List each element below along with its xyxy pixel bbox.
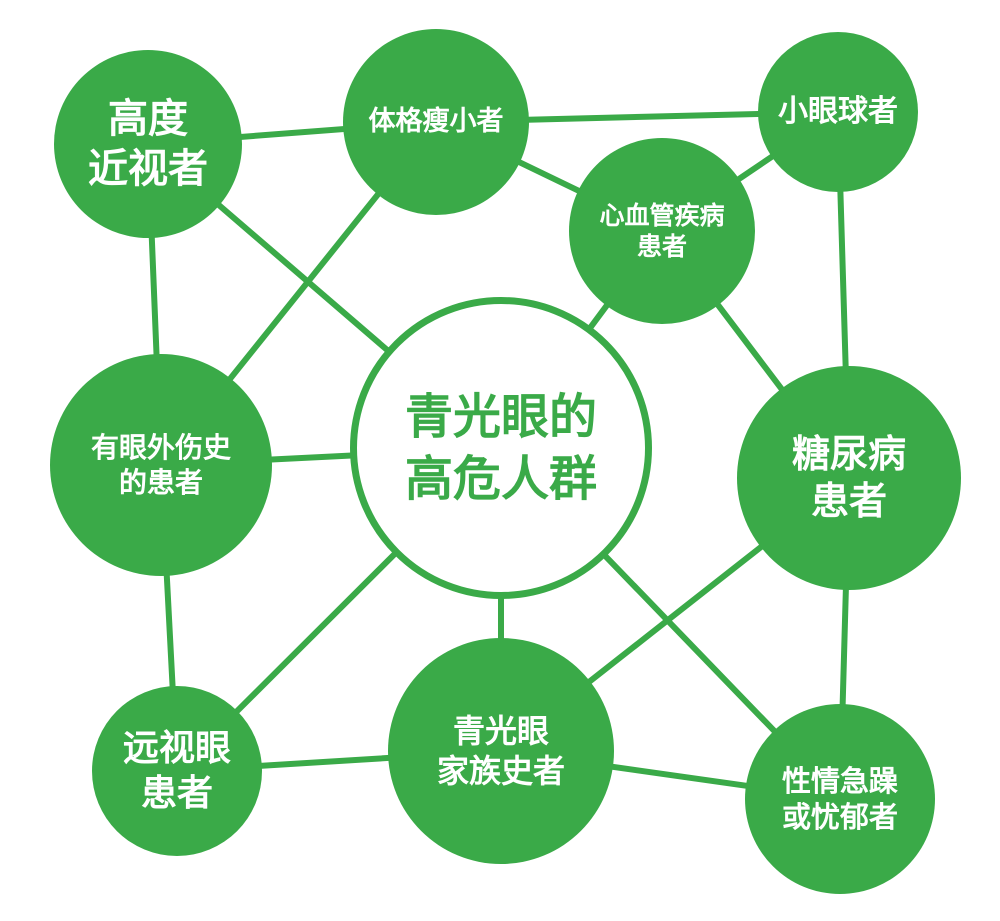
node-small-eyeball: 小眼球者 bbox=[758, 32, 918, 192]
node-cardiovascular: 心血管疾病 患者 bbox=[569, 138, 755, 324]
node-high-myopia: 高度 近视者 bbox=[54, 50, 242, 238]
node-temperament-line-1: 性情急躁 bbox=[781, 763, 898, 798]
node-high-myopia-line-1: 高度 bbox=[108, 96, 188, 142]
node-small-eyeball-line-1: 小眼球者 bbox=[778, 94, 898, 130]
node-family-history: 青光眼 家族史者 bbox=[388, 638, 614, 864]
node-diabetes-line-2: 患者 bbox=[810, 479, 887, 523]
node-small-stature: 体格瘦小者 bbox=[343, 29, 529, 215]
center-title-line-2: 高危人群 bbox=[404, 451, 597, 507]
node-hyperopia: 远视眼 患者 bbox=[92, 686, 262, 856]
node-cardiovascular-line-2: 患者 bbox=[636, 232, 687, 261]
node-family-history-line-1: 青光眼 bbox=[452, 712, 549, 750]
node-eye-injury-line-2: 的患者 bbox=[118, 466, 203, 499]
node-family-history-line-2: 家族史者 bbox=[436, 752, 565, 790]
node-diabetes: 糖尿病 患者 bbox=[737, 366, 961, 590]
node-hyperopia-line-2: 患者 bbox=[140, 773, 213, 814]
node-cardiovascular-line-1: 心血管疾病 bbox=[599, 200, 725, 230]
node-diabetes-line-1: 糖尿病 bbox=[791, 431, 906, 476]
node-eye-injury: 有眼外伤史 的患者 bbox=[50, 354, 272, 576]
node-hyperopia-line-1: 远视眼 bbox=[122, 728, 231, 769]
node-eye-injury-line-1: 有眼外伤史 bbox=[90, 431, 231, 464]
node-temperament-line-2: 或忧郁者 bbox=[781, 800, 898, 834]
center-title-line-1: 青光眼的 bbox=[404, 388, 597, 445]
node-high-myopia-line-2: 近视者 bbox=[88, 146, 208, 192]
node-temperament: 性情急躁 或忧郁者 bbox=[745, 704, 935, 894]
center-node: 青光眼的 高危人群 bbox=[350, 297, 652, 599]
node-small-stature-line-1: 体格瘦小者 bbox=[368, 106, 504, 138]
